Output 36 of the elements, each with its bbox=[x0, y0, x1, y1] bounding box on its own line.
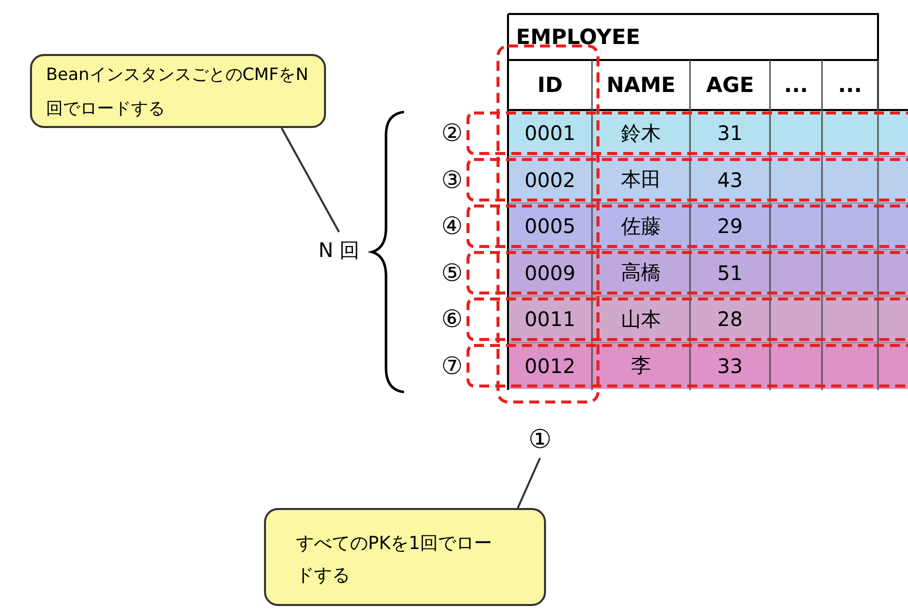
name-value: 鈴木 bbox=[620, 120, 662, 147]
name-value: 山本 bbox=[620, 306, 662, 333]
speech-bubble: BeanインスタンスごとのCMFをN回でロードする bbox=[30, 54, 326, 128]
name-value: 佐藤 bbox=[620, 212, 662, 240]
name-value: 本田 bbox=[620, 166, 662, 194]
callout-line bbox=[516, 458, 541, 508]
age-value: 43 bbox=[716, 166, 744, 194]
repeat-count: N 回 bbox=[306, 232, 372, 268]
row-number: ⑤ bbox=[440, 258, 464, 289]
row-number: ④ bbox=[440, 211, 464, 242]
age-value: 28 bbox=[716, 306, 744, 334]
age-value: 51 bbox=[716, 260, 744, 287]
row-number: ⑥ bbox=[440, 304, 464, 336]
speech-bubble: すべてのPKを1回でロードする bbox=[264, 508, 546, 606]
column-header: NAME bbox=[605, 72, 677, 99]
id-value: 0012 bbox=[524, 352, 576, 380]
age-value: 31 bbox=[716, 120, 744, 148]
row-number: ⑦ bbox=[440, 350, 464, 382]
age-value: 29 bbox=[716, 213, 744, 240]
id-value: 0005 bbox=[524, 213, 576, 240]
id-value: 0002 bbox=[524, 166, 576, 194]
id-value: 0009 bbox=[524, 260, 576, 287]
age-value: 33 bbox=[716, 352, 744, 380]
row-number: ② bbox=[440, 118, 464, 150]
name-value: 高橋 bbox=[620, 259, 662, 286]
column-header: ... bbox=[837, 72, 863, 99]
id-value: 0001 bbox=[524, 120, 576, 148]
id-value: 0011 bbox=[524, 306, 576, 334]
table-title: EMPLOYEE bbox=[516, 24, 640, 51]
row-number: ③ bbox=[440, 164, 464, 196]
column-header: AGE bbox=[705, 72, 755, 99]
step-number: ① bbox=[522, 422, 558, 458]
callout-line bbox=[280, 128, 340, 232]
column-header: ID bbox=[536, 72, 564, 99]
column-header: ... bbox=[783, 72, 809, 99]
name-value: 李 bbox=[630, 352, 652, 380]
